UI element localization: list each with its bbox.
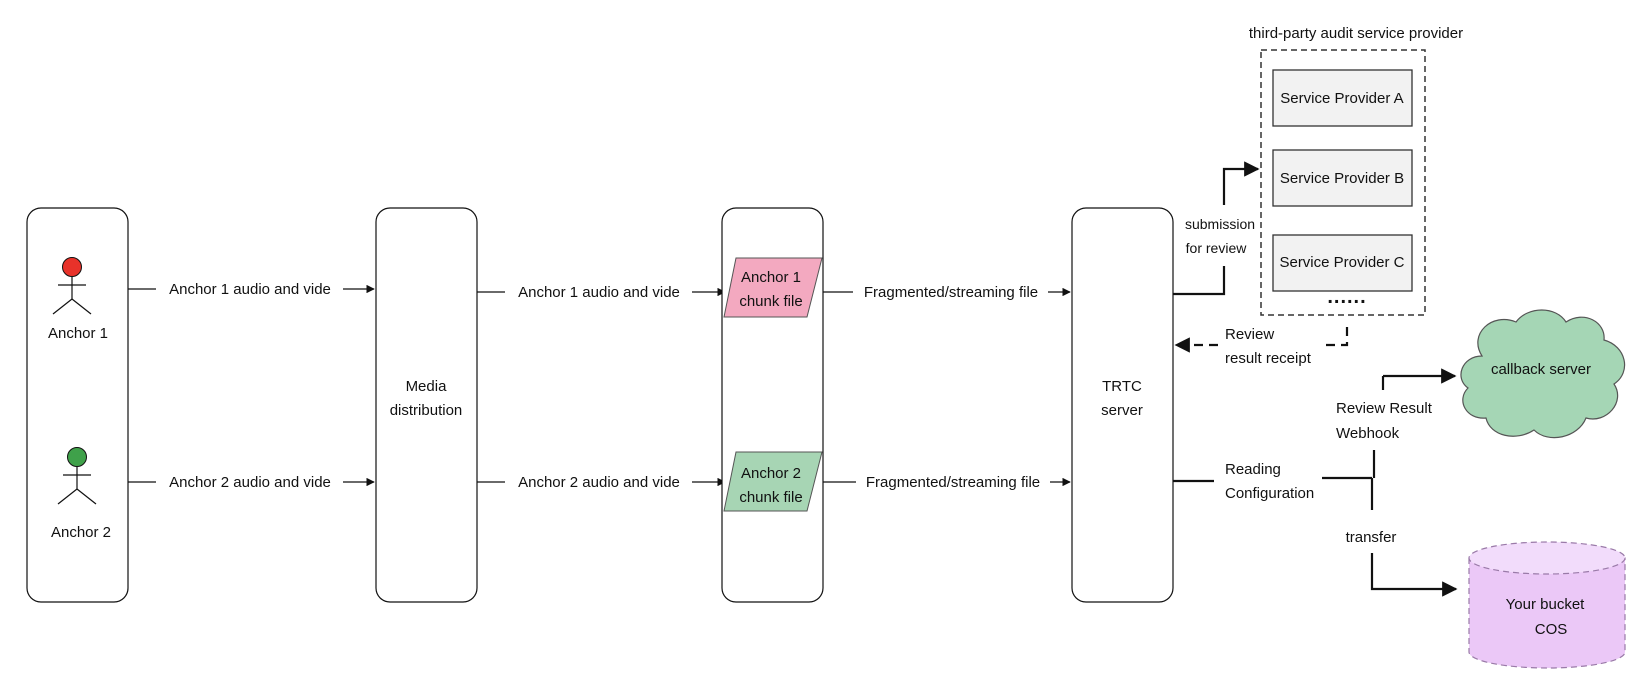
receipt-label-line2: result receipt: [1225, 350, 1312, 367]
bucket-cylinder-top: [1468, 541, 1626, 575]
more-providers-ellipsis: ......: [1327, 286, 1366, 308]
webhook-label-line2: Webhook: [1336, 425, 1400, 442]
chunk-file-2: [723, 451, 823, 512]
service-provider-c: [1272, 234, 1413, 292]
a2-media-flow-label: Anchor 2 audio and vide: [169, 474, 331, 491]
anchor-2-head-icon: [67, 447, 87, 467]
media-label-line1: Media: [406, 378, 448, 395]
anchor-2-label: Anchor 2: [51, 524, 111, 541]
bucket-label-line1: Your bucket: [1506, 596, 1586, 613]
callback-server-label: callback server: [1491, 361, 1591, 378]
media-distribution-box: [375, 207, 478, 603]
receipt-line-right: [1324, 327, 1349, 347]
submission-label-line2: for review: [1186, 240, 1248, 256]
chunk-file-1: [723, 257, 823, 318]
chunk-1-line1: Anchor 1: [741, 269, 801, 286]
chunk-2-line1: Anchor 2: [741, 465, 801, 482]
anchor-2-figure: [57, 447, 97, 505]
a1-media-flow-label: Anchor 1 audio and vide: [169, 281, 331, 298]
reading-label-line2: Configuration: [1225, 485, 1314, 502]
media-chunk2-flow-label: Anchor 2 audio and vide: [518, 474, 680, 491]
transfer-arrow: [1370, 553, 1458, 597]
trtc-label-line1: TRTC: [1102, 378, 1142, 395]
trtc-server-box: [1071, 207, 1174, 603]
service-provider-a: [1272, 69, 1413, 127]
trtc-label-line2: server: [1101, 402, 1143, 419]
chunk-2-line2: chunk file: [739, 489, 802, 506]
submission-arrow: [1222, 161, 1260, 205]
service-provider-a-label: Service Provider A: [1280, 90, 1403, 107]
chunk2-trtc-flow-label: Fragmented/streaming file: [866, 474, 1040, 491]
chunk-1-line2: chunk file: [739, 293, 802, 310]
service-provider-c-label: Service Provider C: [1279, 254, 1404, 271]
anchor-1-figure: [52, 257, 92, 315]
bucket-cylinder-icon: [1468, 557, 1626, 669]
chunk1-trtc-flow-label: Fragmented/streaming file: [864, 284, 1038, 301]
media-label-line2: distribution: [390, 402, 463, 419]
anchor-1-head-icon: [62, 257, 82, 277]
anchor-1-label: Anchor 1: [48, 325, 108, 342]
reading-label-line1: Reading: [1225, 461, 1281, 478]
webhook-label-line1: Review Result: [1336, 400, 1433, 417]
media-chunk1-flow-label: Anchor 1 audio and vide: [518, 284, 680, 301]
bucket-label-line2: COS: [1535, 621, 1568, 638]
service-provider-b: [1272, 149, 1413, 207]
anchors-lane: [26, 207, 129, 603]
service-provider-b-label: Service Provider B: [1280, 170, 1404, 187]
audit-group-title: third-party audit service provider: [1249, 25, 1463, 42]
submission-line-lower: [1173, 266, 1226, 296]
transfer-label: transfer: [1346, 529, 1397, 546]
callback-server-cloud-icon: [1460, 309, 1626, 439]
audit-group-border: [1260, 49, 1426, 316]
receipt-label-line1: Review: [1225, 326, 1274, 343]
submission-label-line1: submission: [1185, 216, 1255, 232]
